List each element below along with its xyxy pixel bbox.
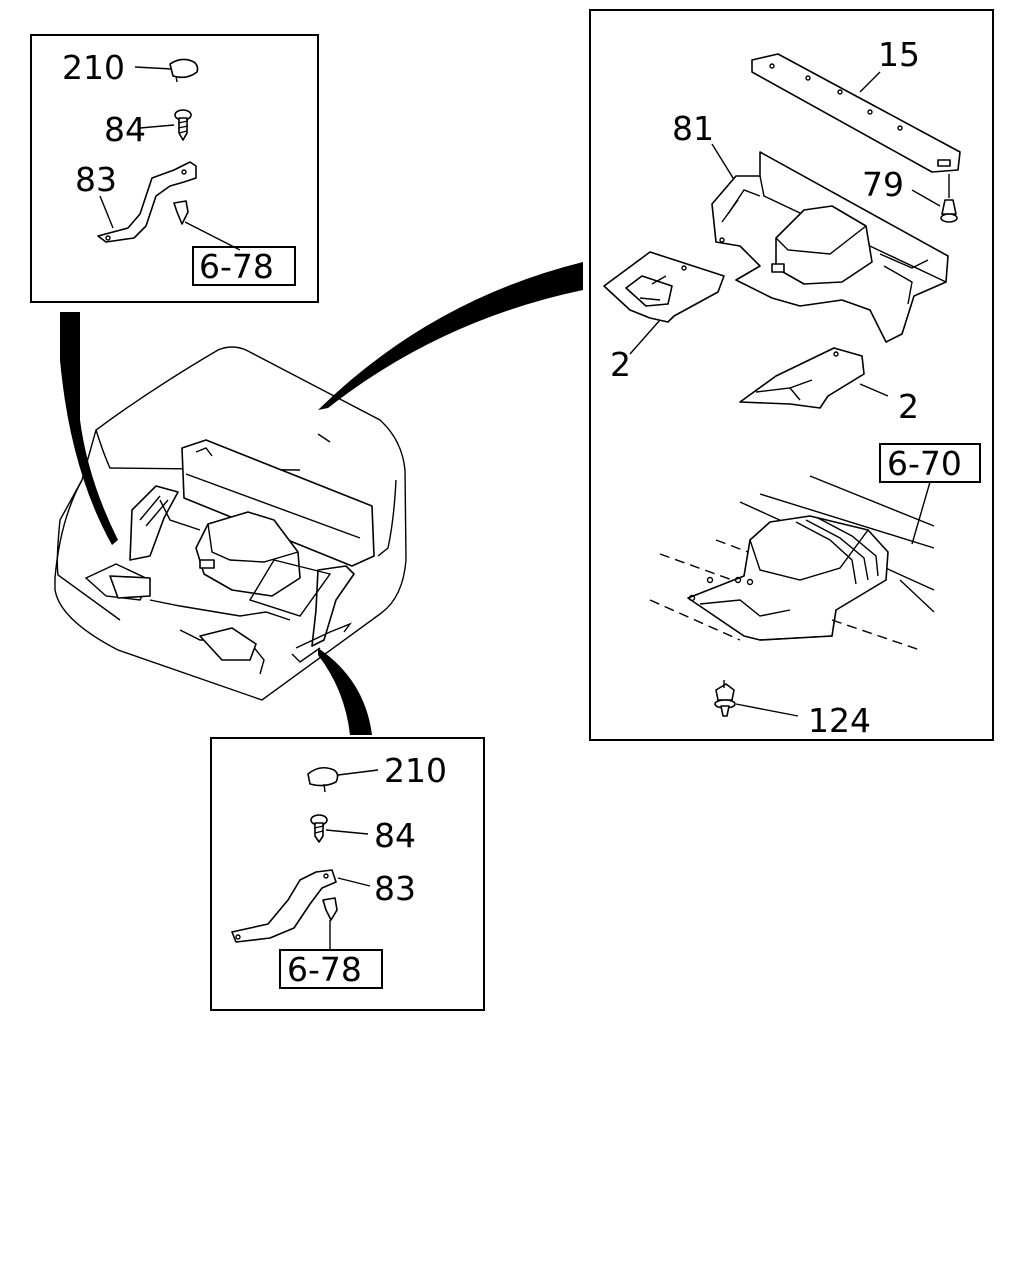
ref-box-6-78	[279, 949, 383, 989]
cap-clip-icon	[169, 58, 199, 83]
label-84: 84	[104, 110, 146, 149]
floor-mat-2-upper	[603, 251, 725, 323]
label-210: 210	[62, 48, 125, 87]
right-inset: 15 79 81	[589, 9, 994, 741]
label-2a: 2	[610, 345, 631, 384]
cab-floor-assembly	[54, 346, 407, 701]
ref-box-6-78	[192, 246, 296, 286]
inset-frame	[210, 737, 485, 1011]
clip-nut-icon	[173, 200, 189, 225]
bracket-icon	[97, 161, 197, 243]
label-124: 124	[808, 701, 871, 740]
label-2b: 2	[898, 387, 919, 426]
label-81: 81	[672, 109, 714, 148]
bottom-inset: 210 84 83 6-78	[210, 737, 485, 1011]
label-83: 83	[374, 869, 416, 908]
screw-icon	[310, 814, 328, 843]
clip-124-icon	[714, 680, 736, 717]
label-15: 15	[878, 35, 920, 74]
bracket-icon	[231, 869, 337, 943]
floor-panel-81	[711, 151, 949, 343]
clip-79-icon	[940, 174, 958, 223]
label-84: 84	[374, 816, 416, 855]
floor-mat-2-lower	[739, 347, 865, 409]
leader-wedges	[60, 262, 583, 735]
ref-6-78: 6-78	[199, 247, 274, 286]
label-79: 79	[862, 165, 904, 204]
clip-nut-icon	[322, 897, 338, 921]
label-210: 210	[384, 751, 447, 790]
ref-6-70: 6-70	[887, 444, 962, 483]
screw-icon	[174, 109, 192, 141]
frame-context	[649, 475, 935, 651]
rear-panel-15	[751, 53, 961, 173]
inset-frame	[589, 9, 994, 741]
top-left-inset: 210 84 83 6-78	[30, 34, 319, 303]
label-83: 83	[75, 160, 117, 199]
cap-clip-icon	[307, 766, 339, 793]
inset-frame	[30, 34, 319, 303]
ref-6-78: 6-78	[287, 950, 362, 989]
